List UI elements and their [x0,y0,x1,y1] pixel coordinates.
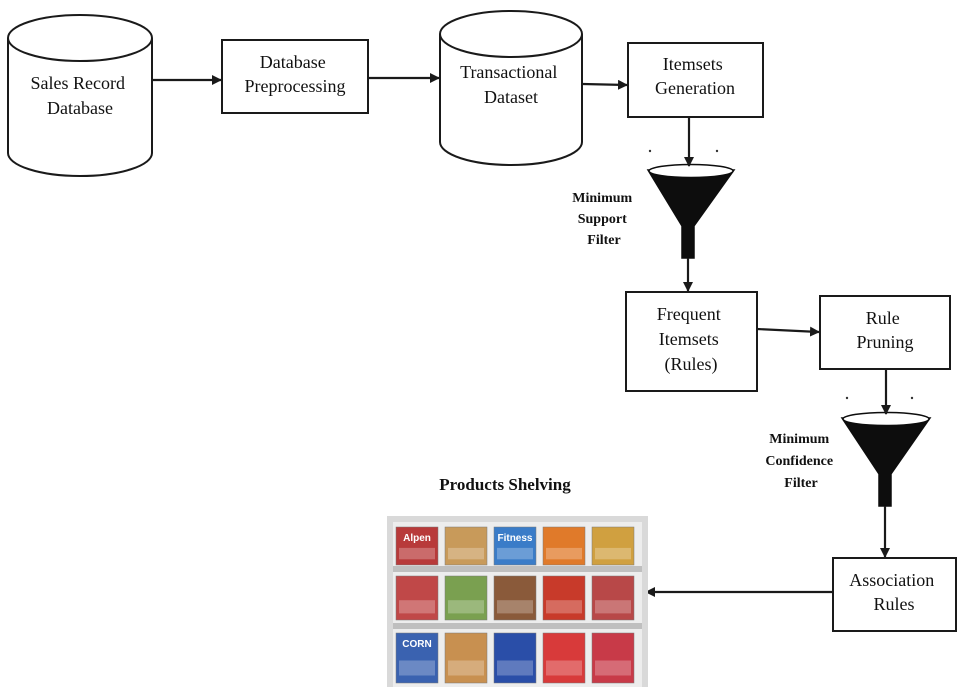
confidence-filter-label-3: Filter [784,476,817,491]
sales-record-database-cylinder-top [7,14,153,62]
itemsets-generation-node: Itemsets Generation [627,42,764,118]
svg-text:Itemsets Generation: Itemsets Generation [655,54,735,98]
product-box-label: Fitness [497,533,532,544]
sales-record-database-cylinder [7,38,153,177]
support-filter-label-1: Minimum [572,191,632,206]
support-filter-label-3: Filter [587,233,620,248]
frequent-itemsets-node: Frequent Itemsets (Rules) [625,291,758,392]
product-box-art [546,547,582,560]
product-box [542,632,586,684]
svg-text:Rule Pruning: Rule Pruning [856,308,913,352]
product-box [591,632,635,684]
product-box-art [448,547,484,560]
association-rules-node: Association Rules [832,557,957,632]
product-box [395,575,439,621]
transactional-dataset-cylinder [439,34,583,166]
sales-record-database-label-1: Sales Record [31,73,125,93]
product-box-art [399,600,435,614]
product-box [493,632,537,684]
svg-text:Database Preprocessing: Database Preprocessing [245,52,346,96]
sales-record-database-node: Sales Record Database [7,14,153,177]
product-box-art [448,600,484,614]
association-rules-label-1: Association [849,570,934,590]
product-box [493,575,537,621]
product-box-art [595,547,631,560]
database-preprocessing-label-2: Preprocessing [245,76,346,96]
product-box [542,526,586,566]
support-filter-label: Minimum Support Filter [572,191,635,248]
sales-record-database-label-2: Database [47,98,113,118]
product-box-label: Alpen [403,533,431,544]
rule-pruning-node: Rule Pruning [819,295,951,370]
association-rules-label-2: Rules [873,594,914,614]
rule-pruning-label-1: Rule [866,308,900,328]
product-box-art [497,547,533,560]
rule-pruning-box [819,295,951,370]
transactional-dataset-label-1: Transactional [460,62,557,82]
product-box-label: CORN [402,639,431,650]
confidence-filter-label-1: Minimum [769,432,829,447]
rule-pruning-label-2: Pruning [856,332,913,352]
arrow-transactional-to-itemsets [582,79,628,90]
transactional-dataset-node: Transactional Dataset [439,10,583,166]
product-box-art [595,660,631,676]
transactional-dataset-cylinder-top [439,10,583,58]
support-filter-label-2: Support [578,212,627,227]
confidence-funnel-icon [840,396,932,507]
support-funnel-icon [646,149,736,259]
product-box [444,632,488,684]
product-box-art [546,600,582,614]
svg-text:Frequent Itemsets: Frequent Itemsets (Rules) [657,304,725,375]
itemsets-generation-label-1: Itemsets [663,54,723,74]
product-box [591,575,635,621]
svg-text:Sales Record Database: Sales Record Database [31,73,130,118]
product-box-art [497,660,533,676]
frequent-itemsets-label-3: (Rules) [665,354,718,375]
svg-text:Association Rules: Association Rules [849,570,939,614]
product-box [395,632,439,684]
arrow-frequent-to-pruning [756,326,820,337]
product-box [591,526,635,566]
frequent-itemsets-label-2: Itemsets [659,329,719,349]
frequent-itemsets-label-1: Frequent [657,304,721,324]
itemsets-generation-box [627,42,764,118]
product-box [444,575,488,621]
product-box [444,526,488,566]
product-box-art [546,660,582,676]
product-box-art [399,547,435,560]
products-shelving-title: Products Shelving [439,475,571,494]
association-rules-box [832,557,957,632]
product-box-art [595,600,631,614]
product-box-art [497,600,533,614]
transactional-dataset-label-2: Dataset [484,87,538,107]
svg-text:Transactional Dataset: Transactional Dataset [460,62,562,107]
frequent-itemsets-box [625,291,758,392]
flow-arrows [153,73,891,597]
product-box [493,526,537,566]
product-box [542,575,586,621]
confidence-filter-label: Minimum Confidence Filter [765,432,836,491]
itemsets-generation-label-2: Generation [655,78,735,98]
database-preprocessing-label-1: Database [260,52,326,72]
product-box-art [399,660,435,676]
product-box [395,526,439,566]
database-preprocessing-box [221,39,369,114]
confidence-filter-label-2: Confidence [765,454,833,469]
product-box-art [448,660,484,676]
database-preprocessing-node: Database Preprocessing [221,39,369,114]
